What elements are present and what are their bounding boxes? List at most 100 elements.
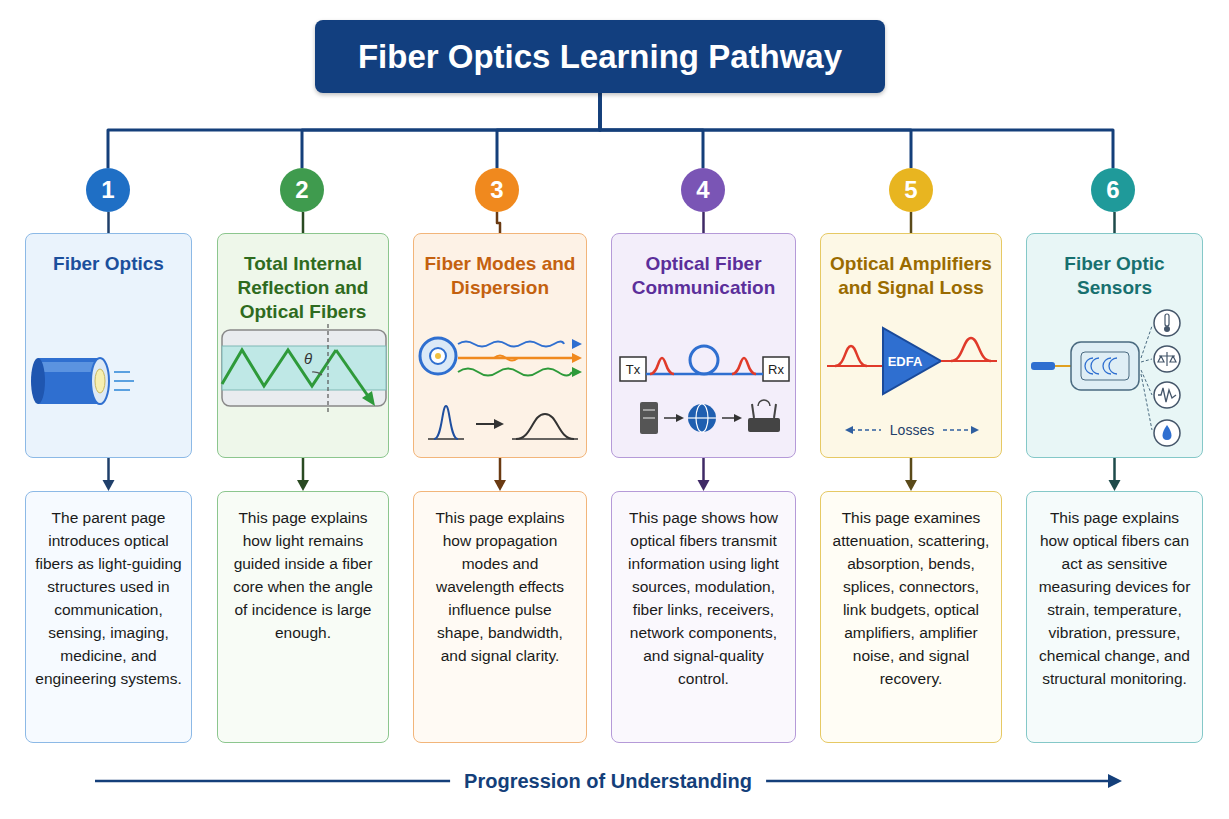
drawing-part [434, 406, 458, 439]
connector-line [302, 212, 305, 233]
drawing-part [688, 404, 716, 432]
drawing-part [1085, 358, 1117, 374]
drawing-part [428, 438, 464, 440]
drawing-part [1071, 342, 1139, 390]
drawing-part [435, 353, 441, 359]
description-card: This page explains how optical fibers ca… [1026, 491, 1203, 743]
step-number-circle: 2 [280, 168, 324, 212]
drawing-part [494, 356, 518, 361]
description-card: This page explains how propagation modes… [413, 491, 587, 743]
drawing-part [312, 372, 322, 375]
step-number: 2 [295, 176, 308, 204]
description-card: This page explains how light remains gui… [217, 491, 389, 743]
drawing-part [851, 429, 881, 431]
connector-line [1113, 212, 1116, 233]
drawing-part [732, 358, 756, 374]
drawing-part [114, 389, 130, 391]
drawing-part [91, 358, 109, 404]
connector-line [108, 93, 600, 168]
card-heading: Fiber Optics [32, 252, 185, 276]
description-card: This page shows how optical fibers trans… [611, 491, 796, 743]
title-text: Fiber Optics Learning Pathway [358, 38, 842, 76]
drawing-part [1165, 314, 1169, 326]
drawing-part [336, 350, 368, 396]
topic-card: Optical Fiber CommunicationTxRx [611, 233, 796, 458]
drawing-part [430, 348, 446, 364]
connector-line [107, 212, 110, 233]
connector-line [1113, 458, 1116, 482]
connector-line [302, 93, 600, 168]
drawing-part [664, 417, 678, 419]
step-number-circle: 4 [681, 168, 725, 212]
drawing-part [643, 409, 655, 411]
topic-card: Fiber Optics [25, 233, 192, 458]
drawing-part [845, 426, 853, 434]
card-description: This page shows how optical fibers trans… [621, 506, 786, 690]
connector-line [600, 93, 1113, 168]
drawing-part [1081, 352, 1129, 380]
step-number-circle: 1 [86, 168, 130, 212]
card-heading: Total Internal Reflection and Optical Fi… [224, 252, 382, 324]
drawing-part [951, 338, 991, 361]
drawing-part [1158, 388, 1176, 402]
drawing-part [883, 328, 941, 394]
drawing-part [1108, 774, 1122, 788]
card-description: The parent page introduces optical fiber… [35, 506, 182, 690]
drawing-part [1141, 370, 1152, 395]
drawing-part [1163, 425, 1172, 440]
connector-line [302, 458, 305, 482]
card-description: This page examines attenuation, scatteri… [830, 506, 992, 690]
drawing-part [222, 330, 386, 406]
step-number: 6 [1106, 176, 1119, 204]
card-description: This page explains how light remains gui… [227, 506, 379, 644]
drawing-part [1141, 374, 1152, 430]
step-number: 4 [696, 176, 709, 204]
drawing-part [1154, 310, 1180, 336]
connector-line [910, 212, 913, 233]
drawing-part [835, 346, 867, 366]
drawing-part [1154, 346, 1180, 372]
connector-line [499, 458, 502, 482]
drawing-part [763, 357, 789, 381]
illustration-label: Rx [768, 362, 784, 377]
drawing-part [1141, 359, 1152, 362]
illustration-label: EDFA [888, 354, 923, 369]
drawing-part [752, 404, 754, 418]
illustration-label: Tx [626, 362, 640, 377]
drawing-part [734, 414, 742, 422]
card-heading: Fiber Modes and Dispersion [420, 252, 580, 300]
drawing-part [38, 362, 100, 372]
topic-card: Optical Amplifiers and Signal LossEDFA Lo… [820, 233, 1002, 458]
drawing-part [748, 418, 780, 432]
drawing-part [1055, 365, 1071, 367]
drawing-part [31, 358, 45, 404]
connector-line [497, 212, 500, 233]
card-heading: Fiber Optic Sensors [1033, 252, 1196, 300]
drawing-part [620, 357, 646, 381]
connector-line [497, 93, 600, 168]
drawing-part [971, 426, 979, 434]
drawing-part [494, 419, 504, 429]
drawing-part [1164, 326, 1170, 332]
drawing-part [1031, 362, 1055, 370]
drawing-part [327, 324, 328, 412]
progression-label: Progression of Understanding [450, 770, 766, 793]
connector-line [910, 458, 913, 482]
drawing-part [722, 417, 736, 419]
connector-line [107, 458, 110, 482]
step-number: 1 [101, 176, 114, 204]
topic-card: Total Internal Reflection and Optical Fi… [217, 233, 389, 458]
drawing-part [95, 369, 105, 393]
card-heading: Optical Amplifiers and Signal Loss [827, 252, 995, 300]
drawing-part [458, 369, 572, 376]
topic-card: Fiber Modes and Dispersion [413, 233, 587, 458]
drawing-part [516, 414, 574, 439]
drawing-part [572, 339, 582, 349]
connector-line [702, 458, 705, 482]
connector-line [702, 212, 705, 233]
illustration-label: Losses [890, 422, 934, 438]
topic-card: Fiber Optic Sensors [1026, 233, 1203, 458]
drawing-part [688, 417, 716, 418]
card-description: This page explains how propagation modes… [423, 506, 577, 667]
